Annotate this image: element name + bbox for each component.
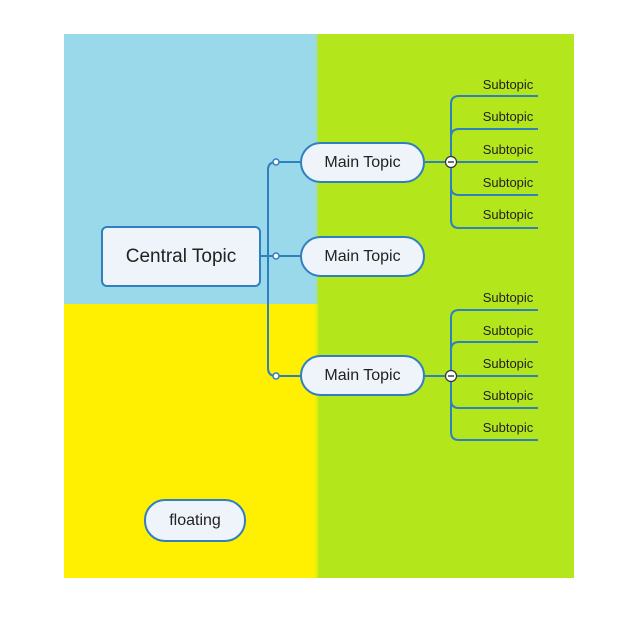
subtopic-3-5[interactable]: Subtopic <box>482 420 534 435</box>
main-topic-3[interactable]: Main Topic <box>300 355 425 396</box>
collapse-toggle-main-3[interactable] <box>444 369 458 383</box>
subtopic-1-3[interactable]: Subtopic <box>482 142 534 157</box>
connector-main-3-spine <box>450 309 538 441</box>
connector-main-3-sub-4 <box>450 399 538 409</box>
floating-topic[interactable]: floating <box>144 499 246 542</box>
junction-dot-main-3 <box>272 372 280 380</box>
connector-main-1-sub-4 <box>450 186 538 196</box>
collapse-toggle-main-1[interactable] <box>444 155 458 169</box>
junction-dot-main-2 <box>272 252 280 260</box>
subtopic-3-4[interactable]: Subtopic <box>482 388 534 403</box>
connector-main-1-sub-2 <box>450 128 538 138</box>
main-topic-2[interactable]: Main Topic <box>300 236 425 277</box>
central-topic[interactable]: Central Topic <box>101 226 261 287</box>
subtopic-3-1[interactable]: Subtopic <box>482 290 534 305</box>
subtopic-1-5[interactable]: Subtopic <box>482 207 534 222</box>
subtopic-1-1[interactable]: Subtopic <box>482 77 534 92</box>
connector-trunk-vertical <box>267 161 277 377</box>
junction-dot-main-1 <box>272 158 280 166</box>
background-region-green <box>314 34 574 578</box>
subtopic-1-2[interactable]: Subtopic <box>482 109 534 124</box>
connector-main-1-spine <box>450 95 538 229</box>
subtopic-3-2[interactable]: Subtopic <box>482 323 534 338</box>
main-topic-1[interactable]: Main Topic <box>300 142 425 183</box>
connector-main-3-sub-2 <box>450 341 538 351</box>
subtopic-3-3[interactable]: Subtopic <box>482 356 534 371</box>
subtopic-1-4[interactable]: Subtopic <box>482 175 534 190</box>
